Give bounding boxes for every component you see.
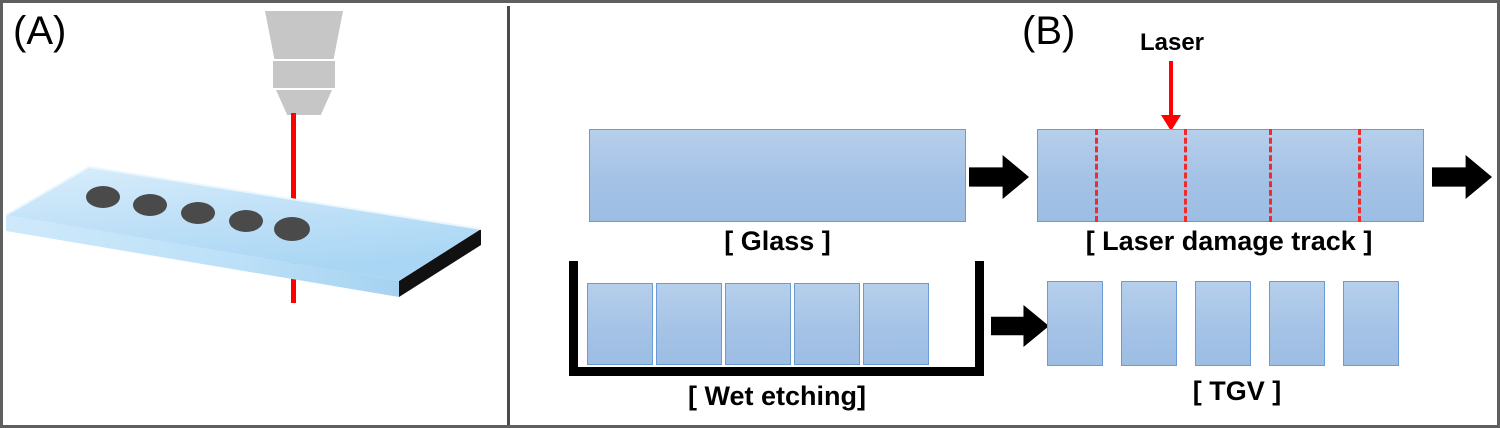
- panel-a: (A): [3, 3, 507, 425]
- beaker-right-wall: [975, 261, 984, 376]
- lens-segment-top: [265, 11, 343, 59]
- panel-b-label: (B): [1022, 9, 1076, 53]
- tgv-block: [1269, 281, 1325, 366]
- laser-label: Laser: [1139, 29, 1205, 56]
- arrow-track-output: [1432, 155, 1492, 199]
- panel-b: (B) [ Glass ] Laser [ Laser damage track…: [507, 3, 1497, 425]
- tgv-group: [1047, 281, 1447, 371]
- laser-annotation: Laser: [1107, 31, 1287, 131]
- laser-damage-track-group: [1037, 129, 1424, 222]
- damage-dash-line-3: [1269, 129, 1273, 222]
- damage-dash-line-4: [1358, 129, 1362, 222]
- arrow-glass-to-track: [969, 155, 1029, 199]
- laser-beam-upper: [291, 113, 296, 223]
- glass-slide: [3, 153, 507, 313]
- panel-a-label: (A): [13, 9, 67, 53]
- etch-block: [863, 283, 929, 365]
- tgv-block: [1195, 281, 1251, 366]
- wet-etching-group: [567, 261, 987, 386]
- etch-block: [656, 283, 722, 365]
- glass-slide-svg: [5, 165, 482, 297]
- damage-dash-line-2: [1184, 129, 1188, 222]
- tgv-block: [1121, 281, 1177, 366]
- lens-segment-middle: [273, 61, 335, 88]
- lens-segment-bottom: [276, 90, 332, 115]
- glass-slide-holes: [86, 186, 310, 241]
- etch-block: [587, 283, 653, 365]
- beaker-bottom-wall: [569, 367, 984, 376]
- arrow-etching-to-tgv: [991, 305, 1049, 347]
- tgv-label: [ TGV ]: [1192, 376, 1282, 406]
- tgv-block: [1047, 281, 1103, 366]
- beaker-left-wall: [569, 261, 578, 376]
- panel-divider: [507, 6, 510, 425]
- laser-arrow-shaft: [1169, 61, 1173, 119]
- damage-dash-line-1: [1095, 129, 1099, 222]
- wet-etching-label: [ Wet etching]: [688, 381, 866, 411]
- laser-arrow-head: [1161, 115, 1181, 131]
- laser-damage-track-label: [ Laser damage track ]: [1085, 226, 1373, 256]
- tgv-block: [1343, 281, 1399, 366]
- glass-slab: [589, 129, 966, 222]
- glass-step-label: [ Glass ]: [724, 226, 831, 256]
- etch-block: [725, 283, 791, 365]
- etch-block: [794, 283, 860, 365]
